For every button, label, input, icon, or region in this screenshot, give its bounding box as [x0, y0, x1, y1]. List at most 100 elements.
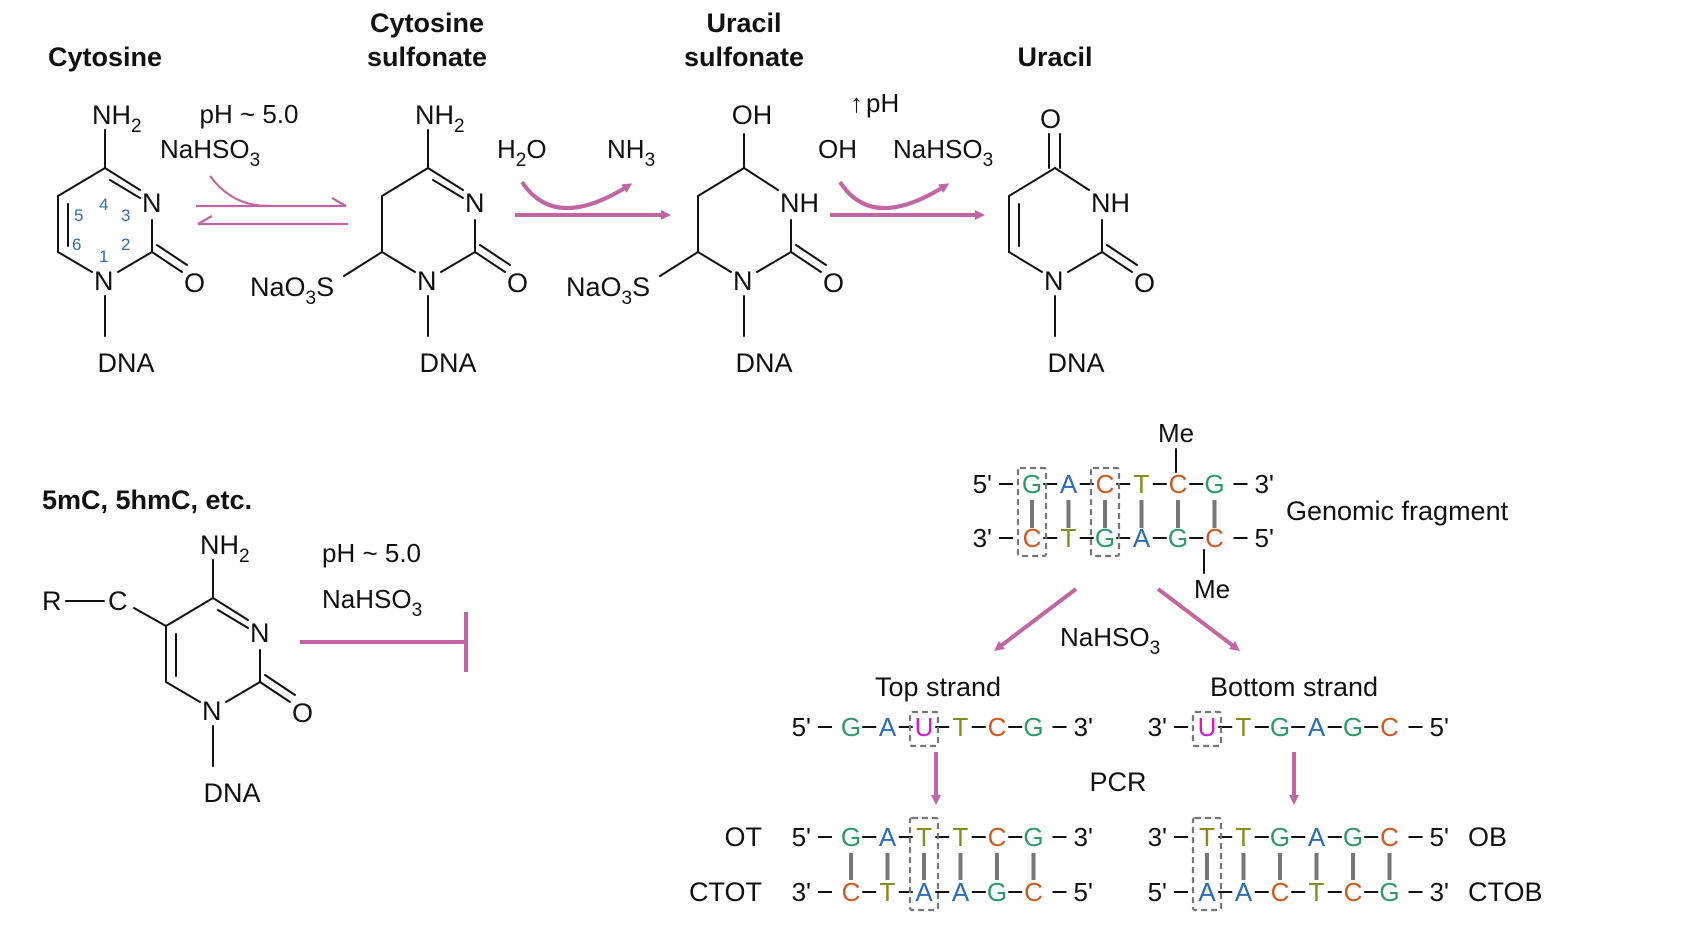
- mod-r: R: [42, 586, 62, 616]
- ctob-base-0: A: [1198, 877, 1216, 907]
- step3-curve: [838, 180, 950, 210]
- genomic-fragment-label: Genomic fragment: [1286, 496, 1509, 526]
- mod-o2: O: [292, 698, 313, 728]
- modified-cytosine-structure: NH2 N O N C R DNA: [42, 530, 313, 808]
- ot-ctot-box: [908, 816, 940, 912]
- step1-ph: pH ~ 5.0: [199, 99, 298, 129]
- ob-base-3: A: [1308, 822, 1326, 852]
- uracil-o2: O: [1134, 268, 1155, 298]
- ctot-base-4: G: [987, 877, 1007, 907]
- mod-nh2: NH2: [200, 530, 250, 567]
- genomic-top-right-prime: 3': [1255, 469, 1274, 499]
- top-strand-base-1: A: [879, 712, 897, 742]
- genomic-top-left-prime: 5': [973, 469, 992, 499]
- ctot-label: CTOT: [689, 877, 762, 907]
- ot-base-5: G: [1023, 822, 1043, 852]
- genomic-top-base-3: T: [1134, 469, 1150, 499]
- bottom-strand-u-box: [1191, 710, 1223, 748]
- arrow-to-top-strand: [994, 587, 1078, 652]
- ob-base-2: G: [1270, 822, 1290, 852]
- bottom-strand-base-1: T: [1236, 712, 1252, 742]
- urasulf-oh: OH: [732, 100, 773, 130]
- cytsulf-nao3s: NaO3S: [250, 272, 334, 309]
- step3-nahso3: NaHSO3: [893, 134, 993, 171]
- urasulf-nh: NH: [780, 188, 819, 218]
- ctob-base-2: C: [1271, 877, 1290, 907]
- ob-base-0: T: [1199, 822, 1215, 852]
- bottom-strand-base-4: G: [1343, 712, 1363, 742]
- step1-nahso3: NaHSO3: [160, 134, 260, 171]
- top-strand-u-box: [908, 710, 940, 748]
- ctot-left-prime: 3': [792, 877, 811, 907]
- cytosine-n3: N: [142, 188, 162, 218]
- ob-base-4: G: [1343, 822, 1363, 852]
- top-strand-base-0: G: [841, 712, 861, 742]
- ring-number-4: 4: [99, 195, 108, 214]
- urasulf-o: O: [823, 268, 844, 298]
- ctot-base-0: C: [842, 877, 861, 907]
- genomic-bottom-base-5: C: [1205, 523, 1224, 553]
- uracil-dna: DNA: [1047, 348, 1104, 378]
- bottom-strand-label: Bottom strand: [1210, 672, 1378, 702]
- ot-label: OT: [725, 822, 763, 852]
- ob-label: OB: [1468, 822, 1507, 852]
- step3-ph: pH: [866, 88, 899, 118]
- cytosine-structure: NH2 N O N DNA 5 4 3 6 2 1: [57, 100, 205, 378]
- uracil-sulfonate-structure: OH NH O N NaO3S DNA: [566, 100, 844, 378]
- top-strand-base-3: T: [953, 712, 969, 742]
- bottom-strand-right-prime: 5': [1430, 712, 1449, 742]
- ctob-base-3: T: [1309, 877, 1325, 907]
- urasulf-nao3s: NaO3S: [566, 272, 650, 309]
- cytsulf-n3: N: [465, 188, 485, 218]
- genomic-cpg-box-1: [1016, 466, 1048, 558]
- top-strand-base-5: G: [1023, 712, 1043, 742]
- cytosine-dna: DNA: [97, 348, 154, 378]
- cytosine-n1: N: [94, 266, 114, 296]
- uracil-o4: O: [1040, 104, 1061, 134]
- bottom-strand-base-3: A: [1308, 712, 1326, 742]
- ring-number-1: 1: [99, 247, 108, 266]
- ctob-right-prime: 3': [1430, 877, 1449, 907]
- mod-n1: N: [202, 696, 222, 726]
- top-strand-base-2: U: [915, 712, 934, 742]
- top-strand-label: Top strand: [875, 672, 1001, 702]
- genomic-bottom-base-3: A: [1133, 523, 1151, 553]
- cytsulf-o2: O: [507, 268, 528, 298]
- ob-left-prime: 3': [1148, 822, 1167, 852]
- ring-number-2: 2: [121, 235, 130, 254]
- cytsulf-nh2: NH2: [415, 100, 465, 137]
- top-strand-left-prime: 5': [792, 712, 811, 742]
- step2-curve: [520, 180, 633, 210]
- bottom-strand-base-5: C: [1380, 712, 1399, 742]
- mod-ph: pH ~ 5.0: [322, 538, 421, 568]
- ctob-base-4: C: [1344, 877, 1363, 907]
- ob-base-5: C: [1380, 822, 1399, 852]
- step3-uparrow: ↑: [850, 88, 863, 118]
- ctot-base-1: T: [880, 877, 896, 907]
- ctot-right-prime: 5': [1074, 877, 1093, 907]
- genomic-bottom-base-1: T: [1061, 523, 1077, 553]
- step3-oh: OH: [818, 134, 857, 164]
- ot-base-0: G: [841, 822, 861, 852]
- mod-dna: DNA: [203, 778, 260, 808]
- equilibrium-curve: [209, 175, 269, 208]
- uracil-title: Uracil: [1017, 42, 1092, 72]
- ot-right-prime: 3': [1074, 822, 1093, 852]
- ring-number-5: 5: [74, 206, 83, 225]
- ctob-left-prime: 5': [1148, 877, 1167, 907]
- pcr-label: PCR: [1089, 767, 1146, 797]
- mod-n3: N: [250, 618, 270, 648]
- bisulfite-reagent: NaHSO3: [1060, 622, 1160, 659]
- genomic-top-base-5: G: [1204, 469, 1224, 499]
- arrow-to-bottom-strand: [1156, 587, 1240, 652]
- modified-cytosine-title: 5mC, 5hmC, etc.: [42, 485, 252, 515]
- cytosine-sulfonate-title-line1: Cytosine: [370, 8, 484, 38]
- ob-ctob-box: [1191, 816, 1223, 912]
- ctob-label: CTOB: [1468, 877, 1543, 907]
- mod-c: C: [108, 586, 128, 616]
- top-strand-right-prime: 3': [1074, 712, 1093, 742]
- ob-base-1: T: [1236, 822, 1252, 852]
- ctot-base-3: A: [952, 877, 970, 907]
